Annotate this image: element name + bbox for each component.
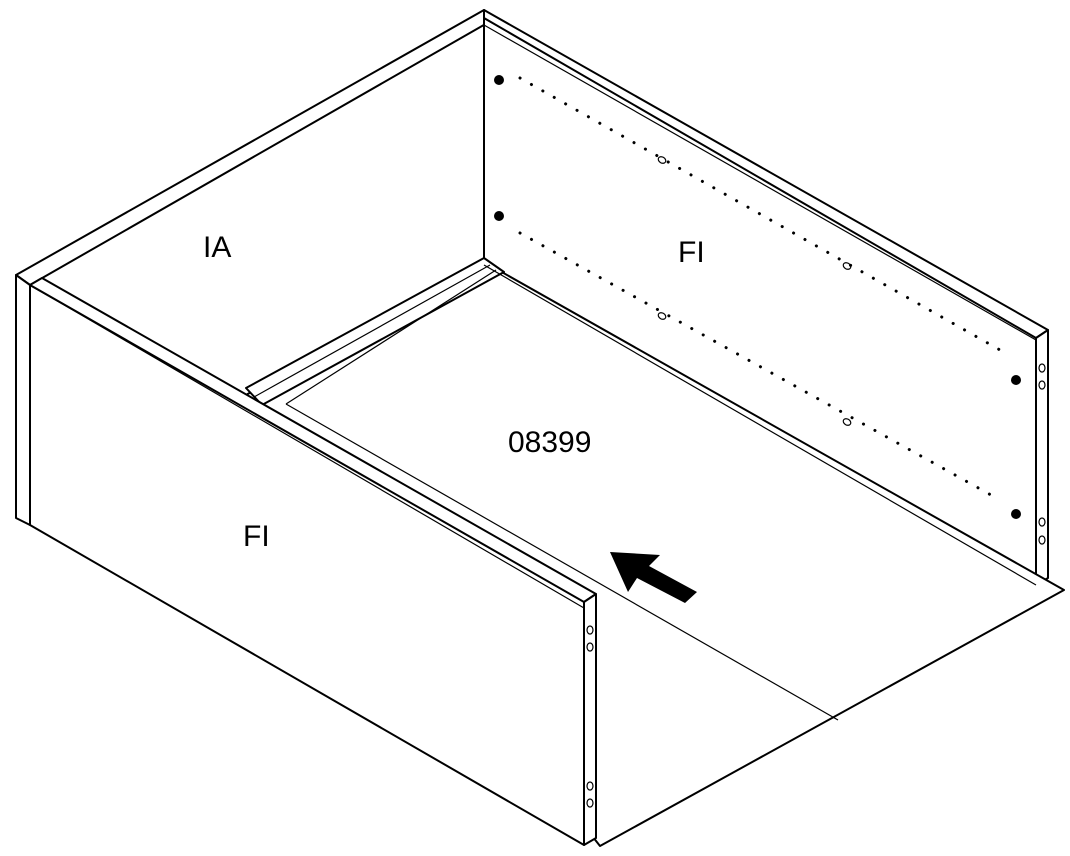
shelf-peg-icon bbox=[657, 156, 852, 426]
front-side-panel bbox=[29, 277, 597, 846]
hole-row-upper bbox=[518, 76, 1002, 352]
hole-row-lower bbox=[518, 231, 1002, 502]
front-side-panel-label: FI bbox=[243, 520, 270, 553]
back-panel bbox=[15, 9, 497, 526]
right-side-panel bbox=[483, 9, 1049, 586]
bottom-panel bbox=[245, 257, 1065, 847]
back-panel-label: IA bbox=[203, 231, 231, 264]
right-side-panel-label: FI bbox=[678, 236, 705, 269]
arrow-up-left-icon bbox=[610, 552, 697, 603]
cam-hole-icon bbox=[494, 75, 1021, 519]
dowel-peg-icon bbox=[1038, 363, 1046, 545]
bottom-panel-label: 08399 bbox=[508, 426, 591, 459]
dowel-peg-icon bbox=[586, 625, 594, 808]
